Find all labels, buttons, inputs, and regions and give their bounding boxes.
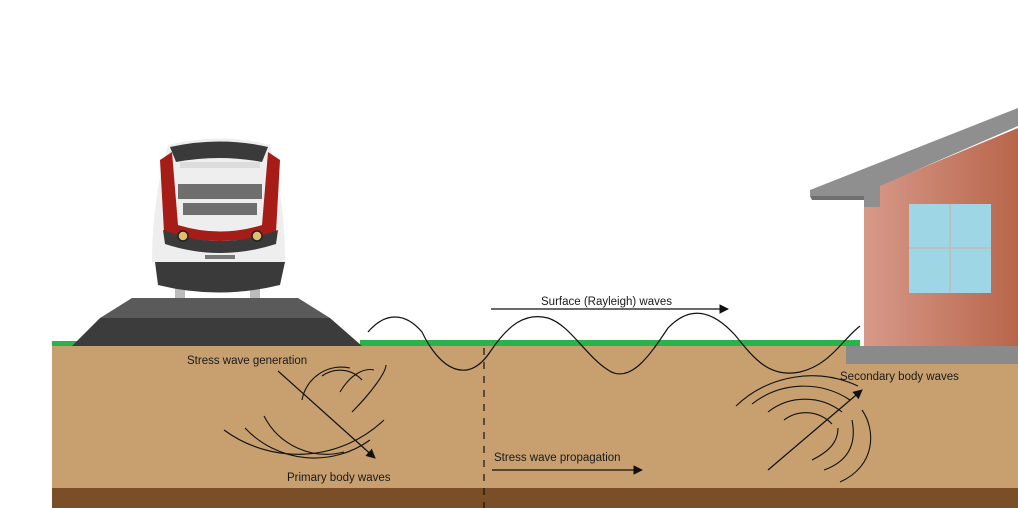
- soil-layer: [52, 346, 1018, 488]
- surface-waves-label: Surface (Rayleigh) waves: [541, 296, 672, 308]
- primary-body-label: Primary body waves: [287, 472, 391, 484]
- primary-wave-arrow: [277, 370, 376, 459]
- secondary-wave-arrow: [767, 389, 863, 471]
- stress-generation-label: Stress wave generation: [187, 355, 307, 367]
- primary-wavefronts: [223, 364, 387, 459]
- house-foundation: [846, 346, 1018, 364]
- grass-strip: [360, 340, 860, 346]
- secondary-body-label: Secondary body waves: [840, 371, 959, 383]
- track-ballast: [72, 318, 362, 346]
- train-icon: [152, 138, 285, 298]
- bedrock-layer: [52, 488, 1018, 508]
- stress-propagation-label: Stress wave propagation: [494, 452, 621, 464]
- rayleigh-wave: [367, 312, 861, 375]
- track-ballast-top: [100, 298, 330, 318]
- house-icon: [810, 108, 1018, 364]
- secondary-wavefronts: [735, 375, 872, 483]
- house-roof: [810, 108, 1018, 207]
- grass-strip-left: [52, 341, 82, 346]
